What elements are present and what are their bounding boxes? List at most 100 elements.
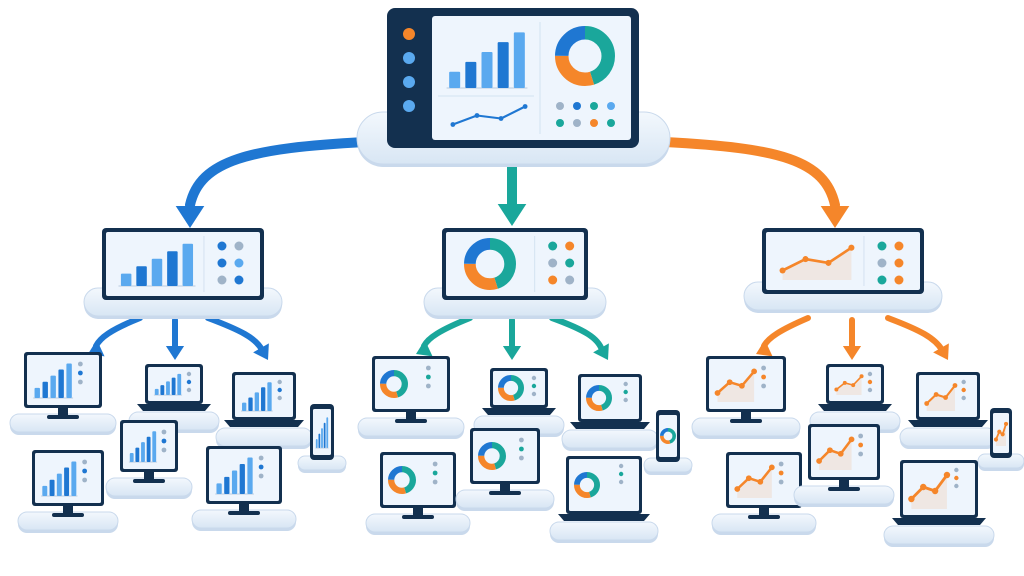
donut-segment (498, 375, 524, 401)
monitor-stand (406, 412, 416, 421)
chart-bar (465, 61, 477, 88)
indicator-dot (277, 387, 282, 393)
arrow-shaft (205, 315, 265, 353)
donut-segment (387, 465, 417, 495)
indicator-dot (548, 258, 558, 268)
indicator-dot (761, 374, 766, 380)
platform (883, 525, 995, 545)
chart-bar (224, 476, 230, 494)
indicator-dot (778, 470, 784, 476)
line-point (933, 392, 939, 397)
indicator-dot (618, 471, 624, 477)
device-dots (761, 365, 766, 389)
device-chart (387, 465, 417, 495)
indicator-dot (961, 387, 966, 393)
indicator-dot (531, 391, 537, 397)
indicator-dot (432, 479, 438, 485)
device-phone (643, 410, 693, 475)
device-chart (714, 368, 757, 402)
laptop-base (137, 404, 211, 411)
arrow-head (497, 204, 527, 226)
monitor-base (47, 415, 79, 419)
chart-bar (141, 442, 145, 462)
indicator-dot (432, 470, 438, 476)
laptop-base (892, 518, 986, 525)
chart-bar (254, 392, 259, 411)
device-dots (867, 371, 873, 393)
line-point (745, 475, 752, 482)
chart-bar (146, 436, 151, 462)
line-series (736, 466, 773, 490)
device-chart (128, 431, 158, 463)
line-point (837, 450, 844, 457)
device-laptop (899, 372, 997, 449)
line-point (952, 383, 958, 388)
donut-segment (477, 441, 507, 471)
device-dots (432, 461, 438, 485)
monitor-stand (144, 472, 154, 481)
device-chart (993, 421, 1009, 446)
donut-segment (555, 26, 615, 86)
platform (549, 521, 659, 541)
device-laptop (883, 460, 995, 547)
platform (561, 429, 659, 449)
indicator-dot (607, 102, 615, 110)
monitor-base (52, 513, 84, 517)
indicator-dot (556, 119, 564, 127)
device-chart (816, 436, 855, 470)
device-dots (77, 361, 83, 385)
indicator-dot (277, 379, 282, 385)
indicator-dot (961, 395, 966, 401)
device-monitor (793, 424, 895, 507)
chart-bar (66, 363, 72, 398)
chart-bar (152, 431, 157, 462)
device-monitor (455, 428, 555, 511)
chart-bar (248, 397, 253, 411)
indicator-dot (858, 451, 864, 457)
monitor-screen (709, 359, 783, 409)
chart-bar (247, 457, 253, 494)
chart-bar (64, 467, 70, 496)
device-monitor (191, 446, 297, 531)
indicator-dot (623, 389, 628, 395)
indicator-dot (761, 365, 766, 371)
line-area (737, 467, 772, 498)
donut-segment (464, 238, 516, 290)
line-point (498, 116, 504, 121)
line-point (734, 486, 741, 492)
monitor-stand (839, 480, 849, 489)
chart-bar (261, 387, 266, 411)
indicator-dot (82, 468, 88, 474)
mid-dots (217, 241, 244, 285)
device-chart (498, 375, 524, 401)
device-dots (858, 433, 864, 457)
monitor-base (228, 511, 260, 515)
line-point (522, 104, 528, 109)
indicator-dot (161, 429, 167, 435)
indicator-dot (877, 258, 887, 268)
device-chart (574, 472, 600, 498)
line-point (827, 447, 833, 454)
arrow-shaft (885, 315, 945, 353)
connector-arrows (88, 137, 949, 360)
chart-bar (42, 381, 48, 398)
arrow-head (165, 346, 185, 360)
device-chart (924, 383, 958, 411)
chart-bar (136, 266, 147, 286)
device-dots (618, 463, 624, 485)
indicator-dot (894, 258, 904, 268)
device-laptop (215, 372, 313, 449)
indicator-dot (573, 119, 581, 127)
chart-bar (323, 422, 326, 448)
indicator-dot (77, 361, 83, 367)
indicator-dot (77, 379, 83, 385)
sidebar-nav-dot (403, 76, 415, 88)
indicator-dot (161, 447, 167, 453)
arrow-head (842, 346, 862, 360)
device-phone (297, 404, 347, 473)
indicator-dot (548, 275, 558, 285)
indicator-dot (519, 437, 524, 443)
chart-bar (160, 385, 165, 395)
line-point (739, 382, 745, 389)
line-series (781, 246, 853, 272)
